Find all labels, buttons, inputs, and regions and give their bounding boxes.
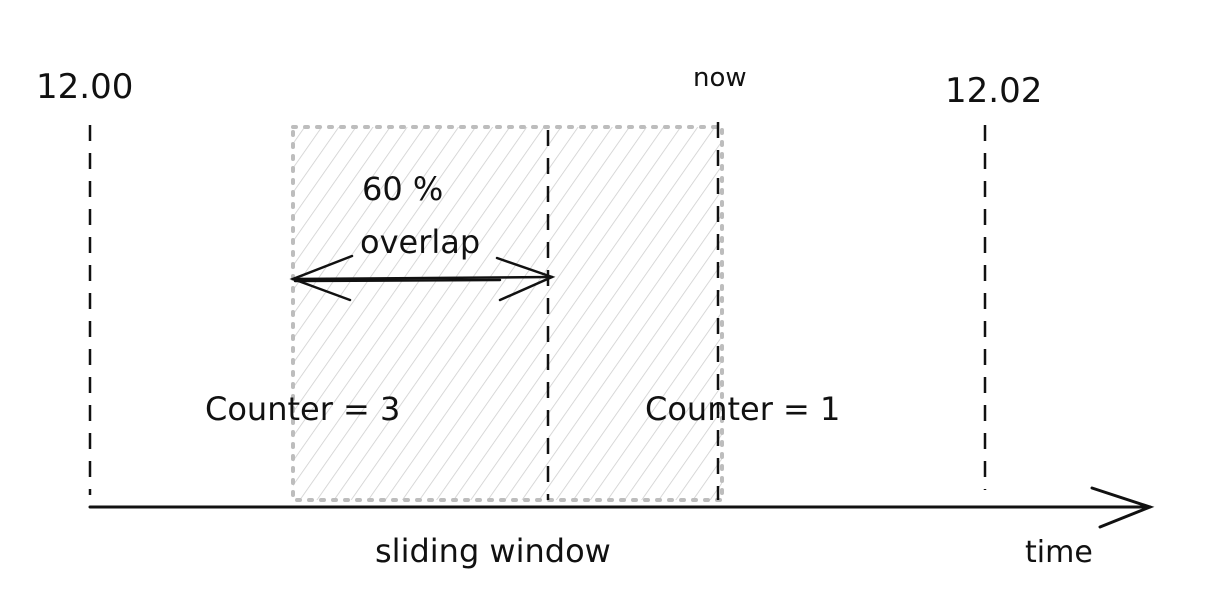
overlap-arrow <box>289 254 556 302</box>
sliding-window-area <box>291 125 724 502</box>
sliding-window-label: sliding window <box>375 532 611 570</box>
overlap-percent-label: 60 % <box>362 170 443 208</box>
overlap-label: overlap <box>360 223 480 261</box>
current-counter-label: Counter = 1 <box>645 390 840 428</box>
previous-counter-label: Counter = 3 <box>205 390 400 428</box>
time-axis <box>88 486 1155 529</box>
end-time-label: 12.02 <box>945 71 1042 111</box>
time-axis-label: time <box>1025 535 1093 570</box>
now-label: now <box>693 63 747 93</box>
start-time-label: 12.00 <box>36 67 133 107</box>
